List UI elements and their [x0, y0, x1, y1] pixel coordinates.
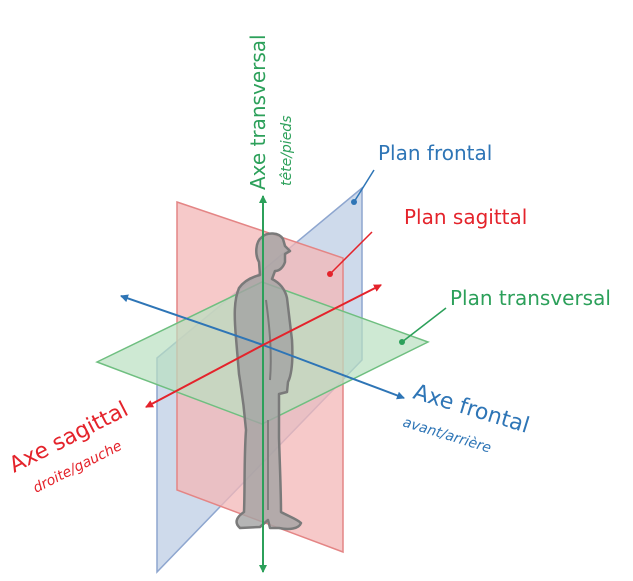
plan-frontal-pointer [354, 170, 374, 202]
plan-sagittal-label: Plan sagittal [404, 205, 527, 229]
axe-transversal-label: Axe transversal [246, 34, 270, 190]
plan-sagittal-pointer-dot [327, 271, 333, 277]
plan-transversal-pointer-dot [399, 339, 405, 345]
plan-transversal-label: Plan transversal [450, 286, 611, 310]
axe-transversal-sublabel: tête/pieds [279, 116, 295, 187]
plan-transversal-pointer [402, 308, 446, 342]
plan-frontal-pointer-dot [351, 199, 357, 205]
plan-frontal-label: Plan frontal [378, 141, 492, 165]
